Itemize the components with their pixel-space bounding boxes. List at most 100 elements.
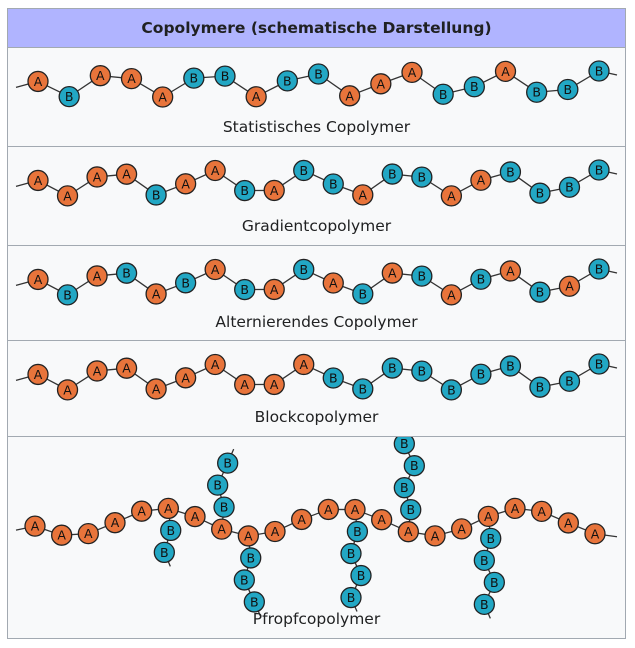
svg-text:A: A [270, 282, 279, 297]
svg-text:A: A [511, 501, 520, 516]
monomer-a: A [89, 65, 111, 87]
monomer-b: B [145, 184, 167, 206]
svg-text:A: A [111, 515, 120, 530]
monomer-b: B [243, 591, 265, 613]
monomer-a: A [370, 73, 392, 95]
svg-text:A: A [351, 502, 360, 517]
monomer-b: B [588, 159, 610, 181]
svg-text:B: B [439, 87, 448, 102]
monomer-b: B [276, 70, 298, 92]
monomer-b: B [526, 81, 548, 103]
monomer-b: B [529, 376, 551, 398]
monomer-a: A [558, 275, 581, 297]
monomer-b: B [381, 357, 403, 379]
monomer-b: B [440, 379, 463, 401]
caption-graft: Pfropfcopolymer [252, 610, 381, 628]
monomer-b: B [350, 564, 372, 587]
svg-text:A: A [152, 286, 161, 301]
svg-text:B: B [357, 568, 366, 583]
svg-text:A: A [359, 187, 368, 202]
svg-text:B: B [152, 187, 161, 202]
monomer-a: A [263, 278, 285, 301]
monomer-b: B [207, 474, 229, 496]
svg-text:B: B [166, 523, 175, 538]
svg-text:B: B [240, 183, 249, 198]
svg-text:A: A [408, 65, 417, 80]
monomer-a: A [451, 518, 473, 540]
caption-statistical: Statistisches Copolymer [222, 118, 411, 136]
svg-text:B: B [240, 572, 249, 587]
monomer-b: B [234, 179, 256, 202]
monomer-b: B [352, 283, 374, 305]
svg-text:A: A [501, 64, 510, 79]
monomer-b: B [234, 278, 256, 301]
monomer-b: B [213, 496, 235, 518]
svg-text:B: B [490, 575, 499, 590]
monomer-b: B [558, 176, 581, 198]
caption-alternating: Alternierendes Copolymer [215, 313, 418, 331]
svg-text:B: B [223, 456, 232, 471]
monomer-b: B [174, 272, 197, 294]
monomer-b: B [217, 452, 239, 474]
svg-text:A: A [240, 377, 249, 392]
monomer-a: A [494, 60, 517, 83]
svg-text:B: B [418, 364, 427, 379]
svg-text:A: A [93, 363, 102, 378]
monomer-b: B [529, 182, 551, 204]
monomer-a: A [470, 169, 492, 191]
svg-text:A: A [158, 89, 167, 104]
monomer-a: A [291, 508, 313, 531]
svg-text:A: A [297, 512, 306, 527]
svg-text:A: A [181, 370, 190, 385]
svg-text:B: B [190, 71, 199, 86]
svg-text:A: A [299, 357, 308, 372]
monomer-b: B [214, 65, 236, 87]
svg-text:A: A [270, 183, 279, 198]
monomer-a: A [51, 524, 73, 546]
svg-text:A: A [93, 169, 102, 184]
svg-text:B: B [506, 358, 515, 373]
svg-text:A: A [31, 519, 40, 534]
monomer-b: B [470, 268, 492, 290]
svg-text:B: B [299, 163, 308, 178]
monomer-b: B [499, 161, 522, 183]
caption-gradient: Gradientcopolymer [241, 217, 392, 235]
monomer-a: A [56, 185, 79, 207]
monomer-a: A [397, 521, 419, 543]
svg-text:B: B [565, 374, 574, 389]
monomer-a: A [204, 159, 226, 182]
svg-text:B: B [506, 164, 515, 179]
monomer-a: A [120, 67, 143, 90]
monomer-a: A [531, 500, 553, 523]
svg-text:B: B [122, 266, 131, 281]
monomer-a: A [211, 518, 233, 540]
svg-text:B: B [388, 361, 397, 376]
svg-text:A: A [404, 524, 413, 539]
svg-text:B: B [283, 73, 292, 88]
monomer-b: B [322, 173, 344, 195]
svg-text:B: B [595, 64, 604, 79]
monomer-a: A [263, 373, 285, 396]
monomer-b: B [588, 258, 610, 280]
monomer-a: A [237, 525, 259, 547]
svg-text:B: B [536, 285, 545, 300]
svg-text:B: B [406, 502, 415, 517]
svg-text:A: A [565, 279, 574, 294]
monomer-a: A [352, 184, 374, 206]
svg-text:B: B [477, 272, 486, 287]
svg-text:B: B [63, 287, 72, 302]
svg-text:B: B [480, 597, 489, 612]
monomer-a: A [424, 525, 446, 547]
monomer-a: A [56, 379, 79, 401]
monomer-b: B [499, 355, 522, 377]
monomer-a: A [344, 498, 366, 521]
svg-text:B: B [470, 79, 479, 94]
svg-text:B: B [564, 82, 573, 97]
svg-text:B: B [595, 262, 604, 277]
monomer-a: A [174, 367, 197, 389]
svg-text:B: B [565, 180, 574, 195]
monomer-b: B [588, 353, 610, 375]
